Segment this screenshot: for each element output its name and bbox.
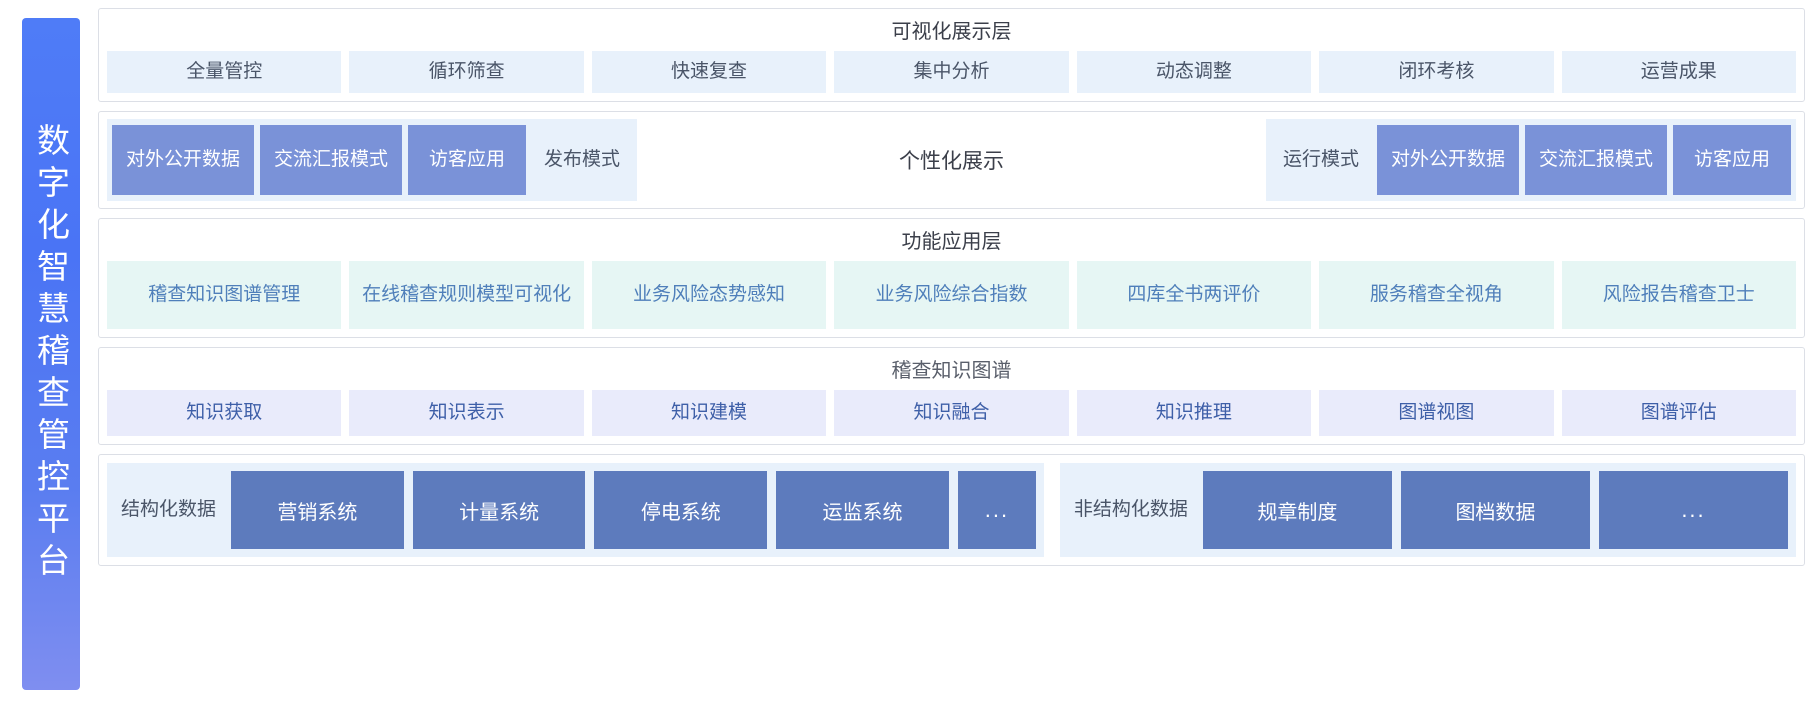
- pers-publish-mode[interactable]: 发布模式: [544, 148, 621, 170]
- pers-chip[interactable]: 交流汇报模式: [260, 125, 403, 195]
- kg-item[interactable]: 知识建模: [591, 390, 827, 436]
- vis-item[interactable]: 集中分析: [834, 51, 1069, 93]
- pers-chip[interactable]: 交流汇报模式: [1524, 125, 1667, 195]
- structured-data-item[interactable]: 营销系统: [231, 471, 404, 549]
- personalization-left-group: 对外公开数据 交流汇报模式 访客应用 发布模式: [107, 119, 638, 201]
- structured-data-more[interactable]: ...: [957, 471, 1036, 549]
- unstructured-data-more[interactable]: ...: [1598, 471, 1789, 549]
- func-item[interactable]: 业务风险综合指数: [834, 261, 1069, 329]
- func-item[interactable]: 风险报告稽查卫士: [1561, 261, 1796, 329]
- platform-title: 数字化智慧稽查管控平台: [32, 123, 70, 585]
- kg-item[interactable]: 知识表示: [349, 390, 584, 436]
- vis-item[interactable]: 闭环考核: [1319, 51, 1554, 93]
- pers-runtime-mode[interactable]: 运行模式: [1282, 148, 1359, 170]
- unstructured-data-item[interactable]: 规章制度: [1202, 471, 1392, 549]
- layer-functional-items: 稽查知识图谱管理 在线稽查规则模型可视化 业务风险态势感知 业务风险综合指数 四…: [107, 261, 1796, 329]
- func-item[interactable]: 服务稽查全视角: [1319, 261, 1554, 329]
- pers-chip[interactable]: 对外公开数据: [1376, 125, 1519, 195]
- func-item[interactable]: 稽查知识图谱管理: [107, 261, 342, 329]
- unstructured-data-item[interactable]: 图档数据: [1400, 471, 1590, 549]
- personalization-center-label: 个性化展示: [637, 119, 1266, 201]
- vis-item[interactable]: 循环筛查: [349, 51, 584, 93]
- layer-personalization: 对外公开数据 交流汇报模式 访客应用 发布模式 个性化展示 运行模式 对外公开数…: [98, 111, 1805, 209]
- layer-stack: 可视化展示层 全量管控 循环筛查 快速复查 集中分析 动态调整 闭环考核 运营成…: [98, 8, 1805, 702]
- unstructured-data-label: 非结构化数据: [1073, 498, 1188, 520]
- layer-visualization-items: 全量管控 循环筛查 快速复查 集中分析 动态调整 闭环考核 运营成果: [107, 51, 1796, 93]
- structured-data-item[interactable]: 停电系统: [594, 471, 768, 549]
- layer-data-sources: 结构化数据 营销系统 计量系统 停电系统 运监系统 ... 非结构化数据 规章制…: [98, 454, 1805, 566]
- kg-item[interactable]: 知识融合: [834, 390, 1069, 436]
- layer-functional-title: 功能应用层: [901, 231, 1002, 253]
- kg-item[interactable]: 知识获取: [107, 390, 342, 436]
- pers-chip[interactable]: 对外公开数据: [112, 125, 255, 195]
- kg-item[interactable]: 图谱视图: [1319, 390, 1554, 436]
- layer-knowledge-graph: 稽查知识图谱 知识获取 知识表示 知识建模 知识融合 知识推理 图谱视图 图谱评…: [98, 347, 1805, 445]
- pers-chip[interactable]: 访客应用: [1673, 125, 1791, 195]
- layer-visualization: 可视化展示层 全量管控 循环筛查 快速复查 集中分析 动态调整 闭环考核 运营成…: [98, 8, 1805, 102]
- vis-item[interactable]: 动态调整: [1076, 51, 1312, 93]
- vis-item[interactable]: 全量管控: [107, 51, 342, 93]
- func-item[interactable]: 业务风险态势感知: [591, 261, 827, 329]
- pers-chip[interactable]: 访客应用: [408, 125, 527, 195]
- kg-item[interactable]: 图谱评估: [1561, 390, 1796, 436]
- layer-knowledge-graph-title: 稽查知识图谱: [891, 360, 1012, 382]
- personalization-right-group: 运行模式 对外公开数据 交流汇报模式 访客应用: [1265, 119, 1796, 201]
- layer-knowledge-graph-items: 知识获取 知识表示 知识建模 知识融合 知识推理 图谱视图 图谱评估: [107, 390, 1796, 436]
- func-item[interactable]: 四库全书两评价: [1076, 261, 1312, 329]
- structured-data-item[interactable]: 运监系统: [776, 471, 949, 549]
- layer-functional: 功能应用层 稽查知识图谱管理 在线稽查规则模型可视化 业务风险态势感知 业务风险…: [98, 218, 1805, 338]
- structured-data-item[interactable]: 计量系统: [412, 471, 586, 549]
- vis-item[interactable]: 运营成果: [1561, 51, 1796, 93]
- unstructured-data-group: 非结构化数据 规章制度 图档数据 ...: [1059, 463, 1796, 557]
- structured-data-label: 结构化数据: [121, 498, 217, 520]
- structured-data-group: 结构化数据 营销系统 计量系统 停电系统 运监系统 ...: [107, 463, 1044, 557]
- func-item[interactable]: 在线稽查规则模型可视化: [349, 261, 584, 329]
- layer-visualization-title: 可视化展示层: [891, 21, 1012, 43]
- vis-item[interactable]: 快速复查: [591, 51, 827, 93]
- kg-item[interactable]: 知识推理: [1076, 390, 1312, 436]
- platform-title-bar: 数字化智慧稽查管控平台: [22, 18, 80, 690]
